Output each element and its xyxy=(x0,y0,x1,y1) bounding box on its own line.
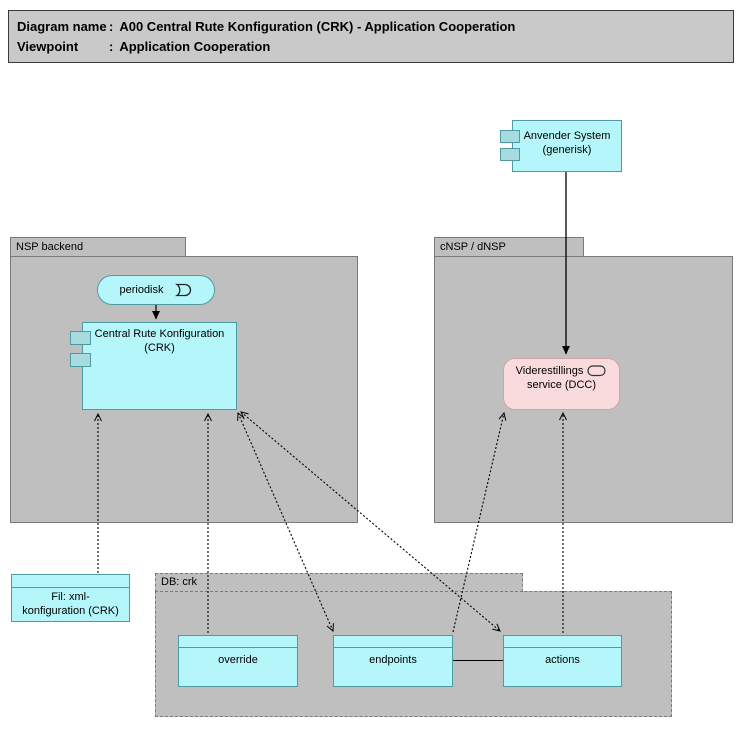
viewpoint-row: Viewpoint: Application Cooperation xyxy=(17,37,733,57)
package-cnsp-dnsp-label: cNSP / dNSP xyxy=(440,241,506,253)
anvender-system-label-line2: (generisk) xyxy=(542,144,592,156)
anvender-system-label-line1: Anvender System xyxy=(523,130,611,142)
component-anvender-system[interactable]: Anvender System (generisk) xyxy=(500,120,622,172)
package-nsp-backend-tab[interactable]: NSP backend xyxy=(10,237,186,257)
viewpoint-separator: : xyxy=(109,39,114,54)
package-nsp-backend-label: NSP backend xyxy=(16,241,84,253)
package-db-crk-tab[interactable]: DB: crk xyxy=(155,573,523,592)
periodisk-label: periodisk xyxy=(119,284,164,296)
diagram-title-box: Diagram name: A00 Central Rute Konfigurat… xyxy=(8,10,734,63)
table-header-compartment xyxy=(334,636,452,648)
service-viderestillings-dcc[interactable]: Viderestillings service (DCC) xyxy=(503,358,620,410)
diagram-name-row: Diagram name: A00 Central Rute Konfigurat… xyxy=(17,17,733,37)
crk-label-line2: (CRK) xyxy=(144,342,175,354)
component-tab-icon xyxy=(500,130,520,143)
diagram-name-separator: : xyxy=(109,19,114,34)
artifact-header-compartment xyxy=(12,575,129,588)
viewpoint-value: Application Cooperation xyxy=(119,39,271,54)
table-override-label: override xyxy=(218,654,258,666)
db-table-actions[interactable]: actions xyxy=(503,635,622,687)
viewpoint-label: Viewpoint xyxy=(17,39,79,54)
component-tab-icon xyxy=(70,331,91,345)
db-table-override[interactable]: override xyxy=(178,635,298,687)
package-db-crk-label: DB: crk xyxy=(161,576,198,588)
table-header-compartment xyxy=(179,636,297,648)
package-cnsp-dnsp-tab[interactable]: cNSP / dNSP xyxy=(434,237,584,257)
crk-label-line1: Central Rute Konfiguration xyxy=(94,328,225,340)
db-table-endpoints[interactable]: endpoints xyxy=(333,635,453,687)
diagram-name-label: Diagram name xyxy=(17,19,107,34)
table-actions-label: actions xyxy=(545,654,580,666)
fil-label-line2: konfiguration (CRK) xyxy=(22,605,119,617)
event-periodisk[interactable]: periodisk xyxy=(97,275,215,305)
table-header-compartment xyxy=(504,636,621,648)
dcc-label-line2: service (DCC) xyxy=(526,379,597,391)
dcc-label-line1: Viderestillings xyxy=(515,365,584,377)
component-tab-icon xyxy=(500,148,520,161)
fil-label-line1: Fil: xml- xyxy=(51,591,90,603)
diagram-name-value: A00 Central Rute Konfiguration (CRK) - A… xyxy=(119,19,516,34)
table-endpoints-label: endpoints xyxy=(369,654,417,666)
archimate-event-icon xyxy=(174,283,191,297)
archimate-service-icon xyxy=(587,365,606,377)
artifact-fil-xml-konfiguration[interactable]: Fil: xml- konfiguration (CRK) xyxy=(11,574,130,622)
component-central-rute-konfiguration[interactable]: Central Rute Konfiguration (CRK) xyxy=(70,322,237,410)
component-tab-icon xyxy=(70,353,91,367)
